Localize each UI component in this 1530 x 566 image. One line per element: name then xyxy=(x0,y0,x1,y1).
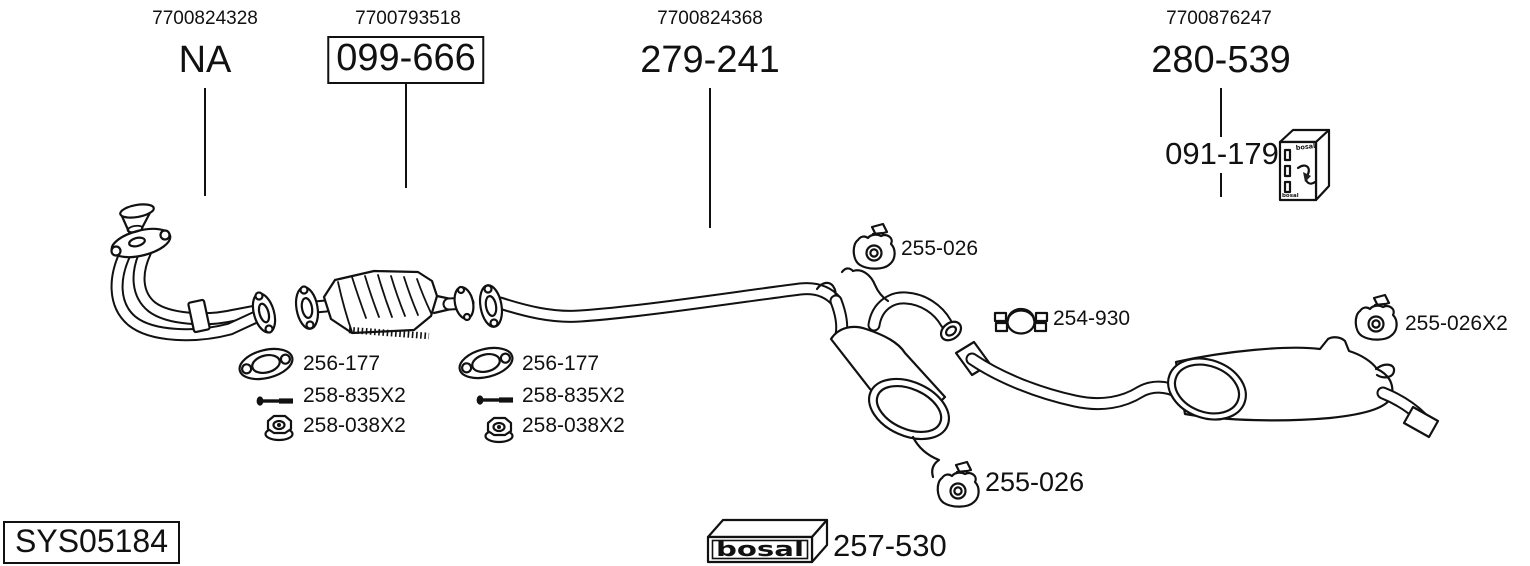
kit-box-brand-text: bosal xyxy=(1295,142,1315,152)
bosal-logo-box-icon: bosal xyxy=(706,518,829,564)
bosal-kit-box-icon: bosal bosal xyxy=(1278,128,1331,202)
part-code-rear-silencer: 280-539 xyxy=(1151,39,1291,81)
oe-number-1: 7700824328 xyxy=(152,8,258,29)
nuts-code-2: 258-038X2 xyxy=(522,414,625,437)
fitting-kit-code: 091-179 xyxy=(1165,136,1279,171)
part-code-catalyst: 099-666 xyxy=(336,37,476,79)
rear-hanger-code: 255-026X2 xyxy=(1405,312,1508,335)
part-code-middle-silencer: 279-241 xyxy=(640,39,780,81)
rear-silencer xyxy=(1167,336,1440,439)
clamp-code: 254-930 xyxy=(1053,307,1131,330)
rubber-hanger-icon xyxy=(936,460,980,508)
flange-gasket-icon xyxy=(458,346,514,380)
front-downpipe xyxy=(110,203,277,342)
flange-nut-icon xyxy=(264,414,294,442)
oe-number-3: 7700824368 xyxy=(657,8,763,29)
bottom-hanger-code: 255-026 xyxy=(985,467,1085,497)
gasket-code-2: 256-177 xyxy=(522,352,600,375)
front-hanger-code: 255-026 xyxy=(901,237,979,260)
pipe-clamp-icon xyxy=(993,307,1049,335)
system-id: SYS05184 xyxy=(15,523,169,559)
flange-nut-icon xyxy=(484,416,514,444)
rubber-hanger-icon xyxy=(1354,293,1398,341)
center-box-code: 257-530 xyxy=(833,528,947,563)
oe-number-2: 7700793518 xyxy=(355,8,461,29)
kit-box-brand-text: bosal xyxy=(1282,193,1299,199)
part-code-catalyst-box: 099-666 xyxy=(327,36,485,84)
bolt-icon xyxy=(256,396,293,406)
rubber-hanger-icon xyxy=(852,222,896,270)
bolts-code-1: 258-835X2 xyxy=(303,384,406,407)
bolts-code-2: 258-835X2 xyxy=(522,384,625,407)
middle-pipe xyxy=(478,281,843,328)
gasket-code-1: 256-177 xyxy=(303,352,381,375)
leader-lines xyxy=(204,84,1222,228)
rear-pipe xyxy=(954,340,1185,411)
oe-number-4: 7700876247 xyxy=(1166,8,1272,29)
system-id-box: SYS05184 xyxy=(3,521,181,564)
logo-box-brand-text: bosal xyxy=(716,537,804,561)
catalytic-converter xyxy=(294,269,475,340)
flange-gasket-icon xyxy=(238,347,294,381)
nuts-code-1: 258-038X2 xyxy=(303,414,406,437)
middle-silencer xyxy=(829,267,963,479)
part-code-front-pipe: NA xyxy=(178,39,232,81)
bolt-icon xyxy=(476,395,513,405)
